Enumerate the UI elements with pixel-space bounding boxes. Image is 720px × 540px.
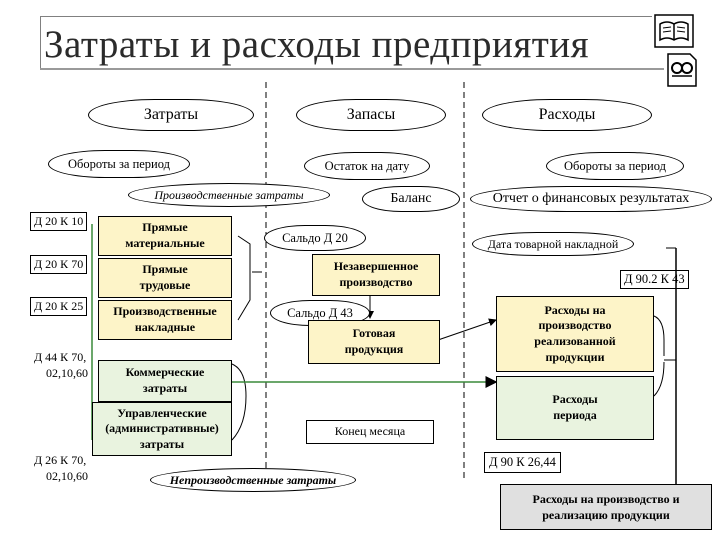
cogs-line1: Расходы на: [544, 302, 606, 317]
month-end-box: Конец месяца: [306, 420, 434, 444]
cogs-line4: продукции: [545, 349, 605, 364]
balance-label: Баланс: [362, 186, 460, 212]
commercial-line1: Коммерческие: [125, 365, 205, 380]
commercial-line2: затраты: [142, 381, 188, 395]
entry-d90k26-44: Д 90 К 26,44: [484, 452, 561, 473]
cogs-line2: производство: [538, 318, 612, 333]
title-frame-top: [40, 16, 652, 17]
entry-d26-line1: Д 26 К 70,: [34, 453, 87, 467]
entry-d20k10: Д 20 К 10: [30, 212, 88, 231]
fin-report-label: Отчет о финансовых результатах: [470, 186, 712, 212]
direct-material-line1: Прямые: [142, 220, 188, 235]
administrative-line1: Управленческие: [117, 405, 207, 420]
book-icon: [654, 14, 694, 48]
wip-line1: Незавершенное: [333, 259, 419, 274]
header-expenses: Расходы: [482, 99, 652, 131]
total-expenses-box: Расходы на производство и реализацию прод…: [500, 484, 712, 530]
glasses-document-icon: [664, 52, 700, 88]
page-title: Затраты и расходы предприятия: [44, 23, 590, 66]
cogs-box: Расходы на производство реализованной пр…: [496, 296, 654, 372]
header-costs: Затраты: [88, 99, 254, 131]
overhead-line2: накладные: [134, 320, 196, 334]
saldo20-bubble: Сальдо Д 20: [264, 225, 366, 251]
entry-d44-line1: Д 44 К 70,: [34, 350, 87, 364]
entry-d20k70: Д 20 К 70: [30, 255, 88, 274]
stock-balance-bubble: Остаток на дату: [304, 152, 430, 180]
direct-labor-line1: Прямые: [142, 262, 188, 277]
finished-line2: продукция: [344, 342, 404, 356]
administrative-line3: затраты: [139, 436, 185, 451]
total-line2: реализацию продукции: [542, 508, 670, 522]
invoice-date-bubble: Дата товарной накладной: [472, 232, 634, 256]
period-line1: Расходы: [552, 392, 598, 407]
title-underline: [40, 68, 664, 70]
wip-line2: производство: [339, 275, 413, 289]
nonproduction-costs-label: Непроизводственные затраты: [150, 468, 356, 492]
entry-d26-line2: 02,10,60: [46, 469, 88, 483]
production-costs-label: Производственные затраты: [128, 183, 330, 207]
total-line1: Расходы на производство и: [532, 491, 680, 506]
entry-d44-line2: 02,10,60: [46, 366, 88, 380]
direct-material-line2: материальные: [125, 236, 205, 250]
administrative-line2: (административные): [105, 421, 219, 436]
costs-turnover-bubble: Обороты за период: [48, 150, 190, 178]
header-stocks: Запасы: [296, 99, 446, 131]
period-line2: периода: [553, 408, 597, 422]
overhead-line1: Производственные: [113, 304, 217, 319]
title-frame-left: [40, 16, 41, 68]
entry-d20k25: Д 20 К 25: [30, 297, 88, 316]
expenses-turnover-bubble: Обороты за период: [546, 152, 684, 180]
cogs-line3: реализованной: [534, 334, 616, 348]
direct-labor-line2: трудовые: [139, 278, 191, 292]
finished-line1: Готовая: [352, 326, 396, 341]
entry-d902k43: Д 90.2 К 43: [620, 270, 689, 289]
administrative-box: Управленческие(административные)затраты: [92, 402, 232, 456]
